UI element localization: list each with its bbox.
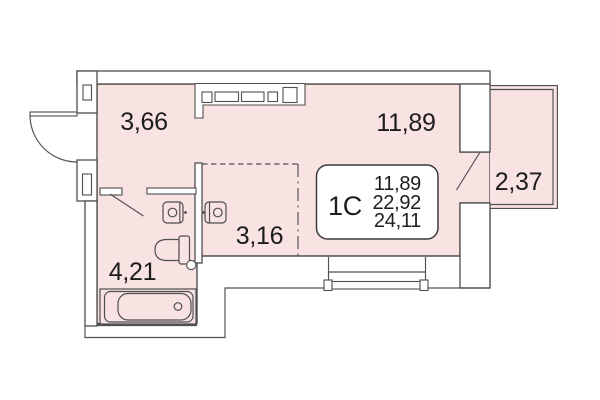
sink-kitchen-faucet	[202, 211, 206, 214]
labels: 3,66 11,89 2,37 3,16 4,21	[109, 108, 543, 286]
kitchen-niche-boundary	[202, 163, 299, 256]
kitchen-counter	[194, 82, 306, 119]
room-label-balcony: 2,37	[495, 168, 542, 196]
appliance-4	[267, 91, 279, 103]
entry-door	[29, 111, 78, 163]
wall-bathroom-door-stub	[99, 187, 123, 196]
vent-shaft-lower	[81, 173, 93, 196]
room-label-kitchen-niche: 3,16	[236, 222, 283, 250]
wall-bathroom-thin	[146, 187, 197, 195]
balcony-glazing	[490, 85, 558, 209]
pipe-riser	[186, 259, 197, 271]
toilet-tank	[178, 235, 191, 265]
appliance-2	[214, 91, 240, 103]
balcony-opening-line	[456, 152, 480, 191]
info-box-frame	[315, 164, 439, 240]
bathtub-drain	[173, 302, 183, 311]
unit-area: 22,92	[372, 192, 421, 214]
walls	[76, 70, 491, 327]
room-label-bathroom: 4,21	[109, 258, 156, 286]
bay-window-bracket-left	[323, 279, 333, 292]
outline-bottom-right	[428, 209, 491, 289]
bathtub-icon	[99, 288, 197, 325]
unit-total-area: 24,11	[374, 210, 421, 232]
entry-door-swing-arc	[29, 114, 78, 163]
bay-window-band	[331, 280, 421, 290]
room-label-living: 11,89	[376, 109, 435, 137]
room-balcony-fill	[490, 85, 558, 209]
unit-type-label: 1С	[328, 191, 362, 221]
wall-top	[76, 70, 491, 85]
entry-door-leaf	[29, 111, 78, 117]
bathtub-basin	[117, 292, 192, 321]
outline-bottom-left	[84, 287, 324, 339]
unit-living-area: 11,89	[374, 173, 421, 195]
wall-left-lower	[84, 200, 98, 327]
bay-window-bracket-right	[419, 279, 429, 292]
wall-right-upper	[459, 83, 491, 153]
balcony-outer-line	[490, 85, 558, 209]
room-label-hallway: 3,66	[120, 108, 167, 136]
sink-bathroom-faucet	[184, 211, 187, 214]
wall-kitchen-partition	[194, 162, 203, 264]
appliance-3	[240, 91, 265, 103]
sink-bathroom	[162, 201, 187, 224]
balcony-inner-line	[490, 88, 554, 206]
sink-kitchen	[202, 201, 227, 224]
appliance-5	[282, 86, 298, 104]
appliance-1	[201, 91, 213, 104]
toilet-icon	[154, 235, 191, 265]
exterior-outline	[84, 209, 491, 339]
info-box: 1С 11,89 22,92 24,11	[315, 164, 439, 240]
sink-bathroom-drain	[167, 207, 178, 218]
bathroom-door-leaf	[109, 193, 144, 217]
sink-kitchen-drain	[212, 207, 223, 218]
wall-right-lower	[459, 202, 491, 289]
vent-shaft-upper	[82, 84, 93, 101]
toilet-bowl	[154, 238, 180, 262]
